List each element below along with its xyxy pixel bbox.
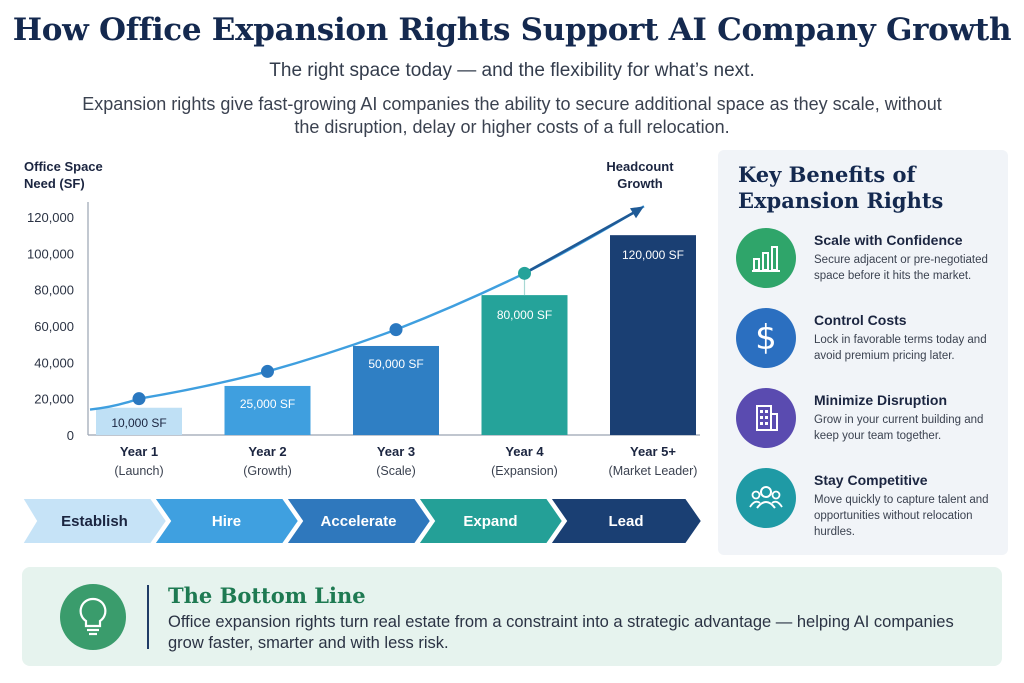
y-tick-label: 20,000 bbox=[34, 392, 74, 407]
people-icon bbox=[736, 468, 796, 528]
benefit-title: Control Costs bbox=[814, 312, 907, 328]
x-category-sublabel: (Launch) bbox=[114, 464, 163, 478]
trend-point bbox=[261, 364, 274, 378]
building-icon bbox=[736, 388, 796, 448]
benefit-text: Lock in favorable terms today and avoid … bbox=[814, 334, 987, 362]
phase-label: Accelerate bbox=[320, 512, 397, 530]
benefit-costs: $ Control Costs Lock in favorable terms … bbox=[736, 308, 1004, 383]
y-tick-label: 100,000 bbox=[27, 246, 74, 261]
y-axis-title: Office Space Need (SF) bbox=[24, 159, 103, 191]
trend-point bbox=[389, 323, 403, 337]
x-category-label: Year 3 bbox=[377, 444, 415, 459]
bar bbox=[96, 407, 182, 435]
phase-chevron-shape bbox=[286, 498, 431, 544]
x-category-label: Year 4 bbox=[505, 444, 544, 459]
phase-chevron-shape bbox=[154, 498, 299, 544]
bar-data-label: 10,000 SF bbox=[111, 416, 166, 430]
growth-chart: Office Space Need (SF) Headcount Growth … bbox=[0, 150, 712, 550]
benefits-title: Key Benefits of Expansion Rights bbox=[738, 162, 944, 213]
bar-chart-icon bbox=[736, 228, 796, 288]
x-category-sublabel: (Growth) bbox=[243, 464, 292, 478]
benefit-title: Stay Competitive bbox=[814, 472, 928, 488]
x-category-sublabel: (Market Leader) bbox=[609, 464, 698, 478]
divider bbox=[147, 585, 149, 649]
benefit-title: Minimize Disruption bbox=[814, 392, 947, 408]
phase-label: Hire bbox=[211, 512, 242, 530]
bar-data-label: 50,000 SF bbox=[368, 357, 423, 371]
bar bbox=[481, 295, 568, 435]
phase-hire: Hire bbox=[154, 498, 299, 544]
bar bbox=[353, 345, 439, 435]
phase-establish: Establish bbox=[22, 498, 167, 544]
phase-label: Lead bbox=[608, 512, 644, 530]
growth-phases: Establish Hire Accelerate Expand Lead bbox=[22, 498, 702, 544]
bar-data-label: 25,000 SF bbox=[240, 397, 295, 411]
phase-chevron-shape bbox=[418, 498, 563, 544]
benefit-competitive: Stay Competitive Move quickly to capture… bbox=[736, 468, 1004, 543]
benefit-disruption: Minimize Disruption Grow in your current… bbox=[736, 388, 1004, 463]
y-tick-label: 80,000 bbox=[34, 283, 74, 298]
x-category-label: Year 1 bbox=[120, 444, 158, 459]
page-title: How Office Expansion Rights Support AI C… bbox=[12, 12, 1012, 48]
y-tick-label: 60,000 bbox=[34, 319, 74, 334]
phase-chevron-shape bbox=[550, 498, 702, 544]
trend-point bbox=[132, 392, 146, 406]
benefit-text: Secure adjacent or pre-negotiated space … bbox=[814, 254, 988, 282]
bottom-line-text: Office expansion rights turn real estate… bbox=[168, 613, 954, 652]
benefit-scale: Scale with Confidence Secure adjacent or… bbox=[736, 228, 1004, 303]
phase-label: Establish bbox=[61, 512, 128, 530]
bar-data-label: 80,000 SF bbox=[497, 308, 552, 322]
trend-arrowhead bbox=[630, 206, 644, 219]
phase-lead: Lead bbox=[550, 498, 702, 544]
bottom-line-panel: The Bottom Line Office expansion rights … bbox=[22, 567, 1002, 666]
bar bbox=[610, 235, 696, 435]
y-tick-label: 40,000 bbox=[34, 355, 74, 370]
page-subtitle: The right space today — and the flexibil… bbox=[269, 60, 755, 81]
phase-label: Expand bbox=[463, 512, 518, 530]
intro-text: Expansion rights give fast-growing AI co… bbox=[82, 94, 942, 137]
phase-accelerate: Accelerate bbox=[286, 498, 431, 544]
y-tick-label: 0 bbox=[67, 428, 74, 443]
bar bbox=[224, 385, 311, 435]
trend-line-end bbox=[523, 209, 639, 275]
key-benefits-panel: Key Benefits of Expansion Rights Scale w… bbox=[718, 150, 1008, 555]
x-category-sublabel: (Scale) bbox=[376, 464, 416, 478]
phase-expand: Expand bbox=[418, 498, 563, 544]
benefit-text: Move quickly to capture talent and oppor… bbox=[814, 494, 989, 538]
trend-point bbox=[518, 266, 531, 280]
dollar-icon: $ bbox=[736, 308, 796, 368]
bar-data-label: 120,000 SF bbox=[622, 248, 684, 262]
chart-canvas: 0 20,000 40,000 60,000 80,000 100,000 120,000 1… bbox=[27, 202, 700, 478]
phase-chevron-shape bbox=[22, 498, 167, 544]
benefit-text: Grow in your current building and keep y… bbox=[814, 414, 984, 442]
y-tick-label: 120,000 bbox=[27, 210, 74, 225]
x-category-label: Year 2 bbox=[248, 444, 286, 459]
x-category-label: Year 5+ bbox=[630, 444, 676, 459]
bottom-line-title: The Bottom Line bbox=[168, 583, 366, 608]
lightbulb-icon bbox=[60, 584, 126, 650]
trend-label: Headcount Growth bbox=[606, 159, 674, 191]
benefit-title: Scale with Confidence bbox=[814, 232, 963, 248]
x-category-sublabel: (Expansion) bbox=[491, 464, 558, 478]
